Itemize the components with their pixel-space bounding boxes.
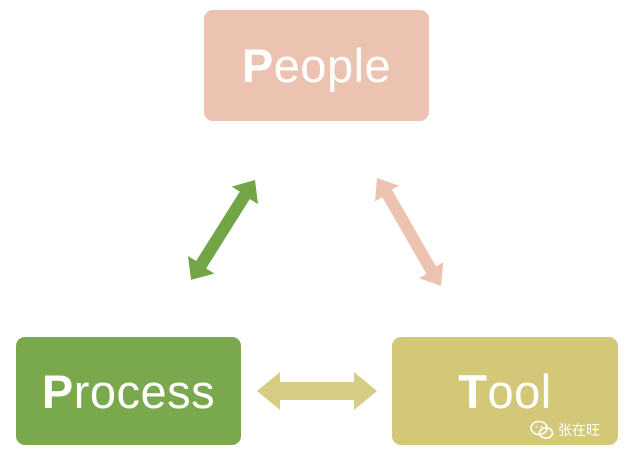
watermark-text: 张在旺 xyxy=(558,423,600,439)
people-tool-arrow xyxy=(375,178,444,286)
process-rest: rocess xyxy=(73,364,216,418)
wechat-icon xyxy=(530,420,554,439)
people-initial: P xyxy=(241,39,274,92)
people-process-arrow xyxy=(188,180,258,280)
process-initial: P xyxy=(41,364,74,418)
watermark: 张在旺 xyxy=(530,420,600,440)
tool-initial: T xyxy=(458,364,488,418)
people-rest: eople xyxy=(273,39,392,92)
tool-rest: ool xyxy=(487,364,552,418)
process-tool-arrow xyxy=(257,372,377,410)
